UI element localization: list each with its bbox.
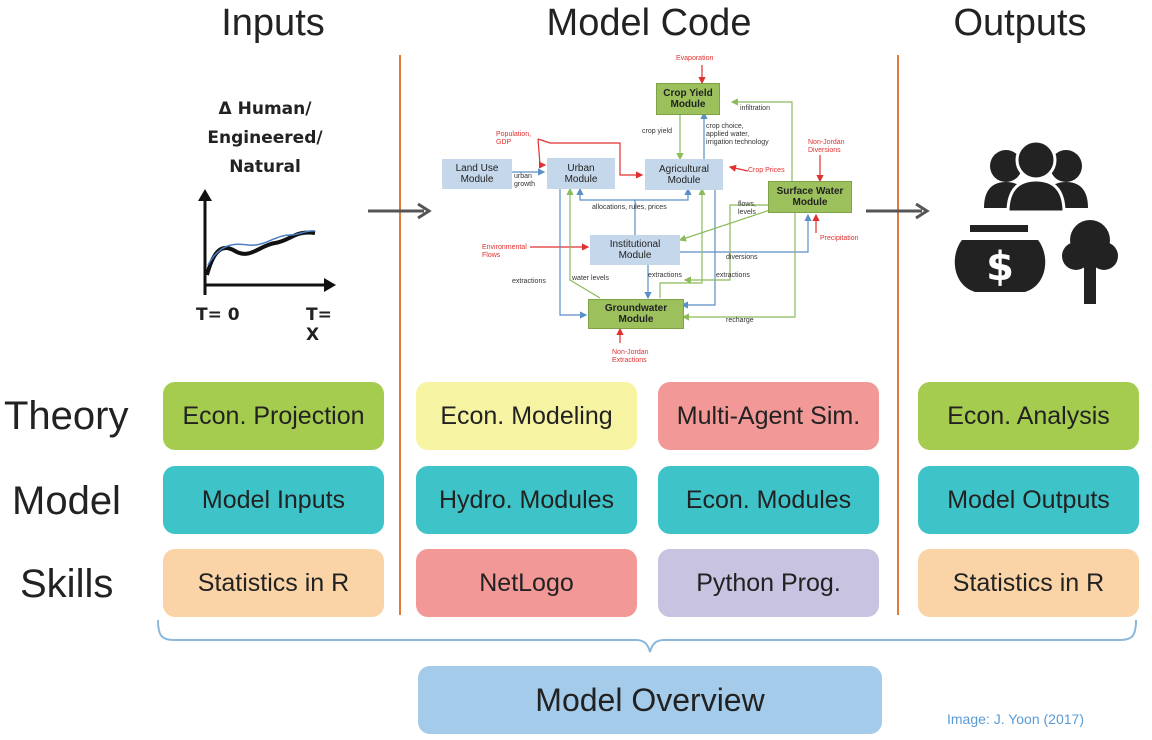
land-use-module: Land Use Module xyxy=(442,159,512,189)
skills-statistics-r-outputs: Statistics in R xyxy=(918,549,1139,617)
row-label-skills: Skills xyxy=(20,562,114,606)
theory-multi-agent-sim: Multi-Agent Sim. xyxy=(658,382,879,450)
module-links xyxy=(512,65,824,343)
link-extractions-left: extractions xyxy=(512,278,546,285)
link-extractions-mid: extractions xyxy=(648,272,682,279)
money-bag-icon: $ xyxy=(954,225,1046,292)
link-extractions-right: extractions xyxy=(716,272,750,279)
econ-modules-box: Econ. Modules xyxy=(658,466,879,534)
driver-non-jordan-extractions: Non-Jordan Extractions xyxy=(612,349,649,364)
link-crop-choice: crop choice, applied water, irrigation t… xyxy=(706,123,769,146)
chart-t0-label: T= 0 xyxy=(196,305,240,325)
model-code-title: Model Code xyxy=(546,2,752,44)
driver-environmental-flows: Environmental Flows xyxy=(482,244,527,259)
chart-title-line1: Δ Human/ xyxy=(218,99,312,119)
theory-econ-projection: Econ. Projection xyxy=(163,382,384,450)
link-allocations: allocations, rules, prices xyxy=(592,204,667,211)
tree-icon xyxy=(1062,220,1118,304)
driver-non-jordan-diversions: Non-Jordan Diversions xyxy=(808,139,845,154)
driver-precipitation: Precipitation xyxy=(820,235,859,242)
theory-econ-modeling: Econ. Modeling xyxy=(416,382,637,450)
driver-crop-prices: Crop Prices xyxy=(748,167,785,174)
model-code-diagram: Crop Yield Module Land Use Module Urban … xyxy=(430,55,880,375)
row-label-model: Model xyxy=(12,479,121,523)
link-diversions: diversions xyxy=(726,254,758,261)
people-icon xyxy=(984,140,1088,214)
link-urban-growth: urban growth xyxy=(514,173,536,188)
outputs-title: Outputs xyxy=(953,2,1087,44)
hydro-modules-box: Hydro. Modules xyxy=(416,466,637,534)
model-inputs-box: Model Inputs xyxy=(163,466,384,534)
inputs-title: Inputs xyxy=(221,2,325,44)
chart-title-line2: Engineered/ xyxy=(207,128,323,148)
trend-plot xyxy=(198,189,336,295)
agricultural-module: Agricultural Module xyxy=(645,159,723,190)
surface-water-module: Surface Water Module xyxy=(768,181,852,213)
outputs-icons: $ xyxy=(954,140,1118,304)
driver-population: Population, GDP xyxy=(496,131,532,146)
inputs-chart: Δ Human/ Engineered/ Natural T= 0 T= X xyxy=(180,95,350,345)
groundwater-module: Groundwater Module xyxy=(588,299,684,329)
overview-brace xyxy=(157,619,1137,653)
skills-statistics-r-inputs: Statistics in R xyxy=(163,549,384,617)
model-overview-box: Model Overview xyxy=(418,666,882,734)
theory-econ-analysis: Econ. Analysis xyxy=(918,382,1139,450)
crop-yield-module: Crop Yield Module xyxy=(656,83,720,115)
divider-left xyxy=(399,55,401,615)
chart-title-line3: Natural xyxy=(229,157,301,177)
svg-text:$: $ xyxy=(986,244,1014,290)
driver-evaporation: Evaporation xyxy=(676,55,714,62)
link-crop-yield: crop yield xyxy=(642,128,672,135)
skills-netlogo: NetLogo xyxy=(416,549,637,617)
image-credit: Image: J. Yoon (2017) xyxy=(947,711,1084,727)
divider-right xyxy=(897,55,899,615)
chart-tx-label: T= X xyxy=(306,305,332,345)
arrow-inputs-to-model xyxy=(368,202,432,220)
link-infiltration: infiltration xyxy=(740,105,770,112)
skills-python-prog: Python Prog. xyxy=(658,549,879,617)
model-outputs-box: Model Outputs xyxy=(918,466,1139,534)
institutional-module: Institutional Module xyxy=(590,235,680,265)
arrow-model-to-outputs xyxy=(866,202,930,220)
link-water-levels: water levels xyxy=(572,275,609,282)
link-flows-levels: flows, levels xyxy=(738,201,756,216)
link-recharge: recharge xyxy=(726,317,754,324)
row-label-theory: Theory xyxy=(4,394,129,438)
urban-module: Urban Module xyxy=(547,158,615,189)
